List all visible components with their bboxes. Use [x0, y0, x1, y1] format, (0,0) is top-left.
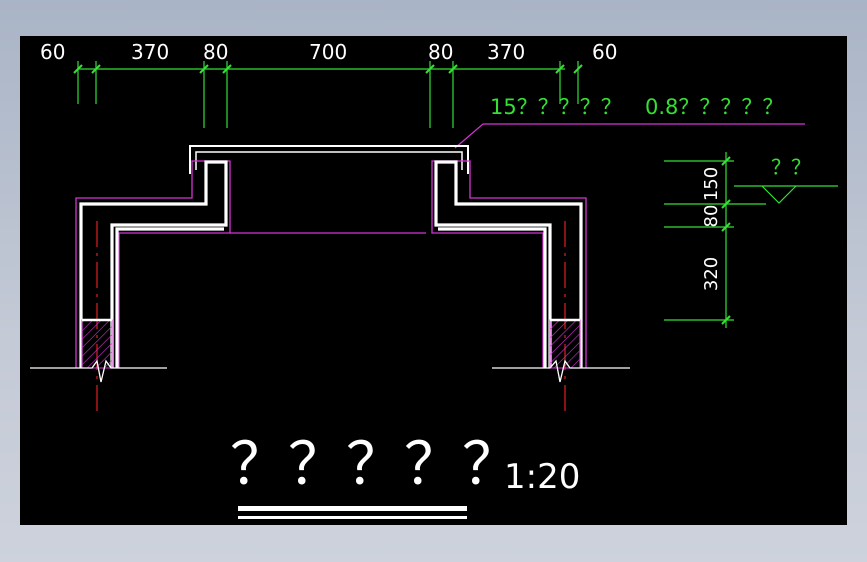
dim-label-80-left: 80	[203, 40, 228, 64]
left-section-profile	[75, 160, 426, 368]
elev-dim-80: 80	[701, 205, 722, 228]
dim-label-80-right: 80	[428, 40, 453, 64]
top-dimension-chain	[73, 61, 583, 128]
drawing-canvas[interactable]: 60 370 80 700 80 370 60 15？？？？？ 0.8？？？？？	[20, 36, 847, 525]
title-underline	[238, 506, 467, 519]
note-text-left: 15？？？？？	[490, 95, 622, 119]
top-dimension-labels: 60 370 80 700 80 370 60	[40, 40, 617, 64]
dim-label-370-right: 370	[487, 40, 525, 64]
note-text-right: 0.8？？？？？	[645, 95, 783, 119]
ground-lines	[30, 359, 630, 383]
elev-dim-320: 320	[701, 257, 722, 291]
dim-label-60-right: 60	[592, 40, 617, 64]
cap-slab	[189, 145, 469, 174]
note-leader-line	[454, 123, 805, 149]
axis-lines	[96, 221, 566, 416]
dim-label-60-left: 60	[40, 40, 65, 64]
right-section-profile	[431, 160, 587, 368]
dim-label-700: 700	[309, 40, 347, 64]
elevation-marker: ？？	[771, 155, 811, 179]
elevation-dimension-chain	[664, 152, 838, 328]
drawing-title: ？？？？？	[230, 430, 520, 498]
wall-base-hatch	[81, 318, 581, 369]
drawing-scale: 1:20	[504, 457, 580, 497]
dim-label-370-left: 370	[131, 40, 169, 64]
elev-dim-150: 150	[701, 167, 722, 201]
